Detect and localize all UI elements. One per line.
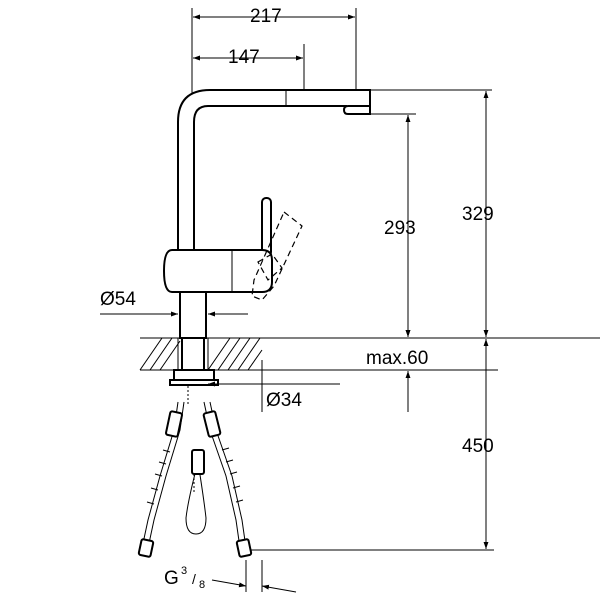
- dimension-147: 147: [193, 44, 305, 100]
- dim-width-spout-label: 147: [228, 47, 260, 68]
- dim-diameter-base-label: Ø54: [100, 289, 136, 310]
- dimension-450: 450: [250, 339, 494, 551]
- dim-width-total-label: 217: [250, 6, 282, 27]
- dim-height-outlet-label: 293: [384, 218, 416, 239]
- thread-g-label: G: [164, 568, 179, 589]
- dim-hose-length-label: 450: [462, 436, 494, 457]
- dim-max-thickness-label: max.60: [366, 348, 428, 369]
- dimension-329: 329: [370, 89, 494, 337]
- thread-numerator-label: 3: [181, 565, 187, 577]
- supply-hoses: [137, 386, 253, 558]
- dimension-max-60: max.60: [262, 300, 600, 412]
- dimension-217: 217: [191, 6, 357, 160]
- faucet-body: [162, 89, 371, 339]
- countertop-section: [139, 337, 263, 386]
- dimension-thread-g38: G 3 / 8: [164, 560, 297, 593]
- dimension-diameter-34: Ø34: [208, 360, 340, 412]
- dimension-293: 293: [370, 113, 416, 337]
- dim-height-total-label: 329: [462, 204, 494, 225]
- handle-dashed-alternate: [251, 211, 303, 301]
- svg-text:/: /: [192, 571, 196, 587]
- dimension-diameter-54: Ø54: [100, 289, 248, 317]
- dim-diameter-hole-label: Ø34: [266, 390, 302, 411]
- thread-denominator-label: 8: [199, 579, 205, 591]
